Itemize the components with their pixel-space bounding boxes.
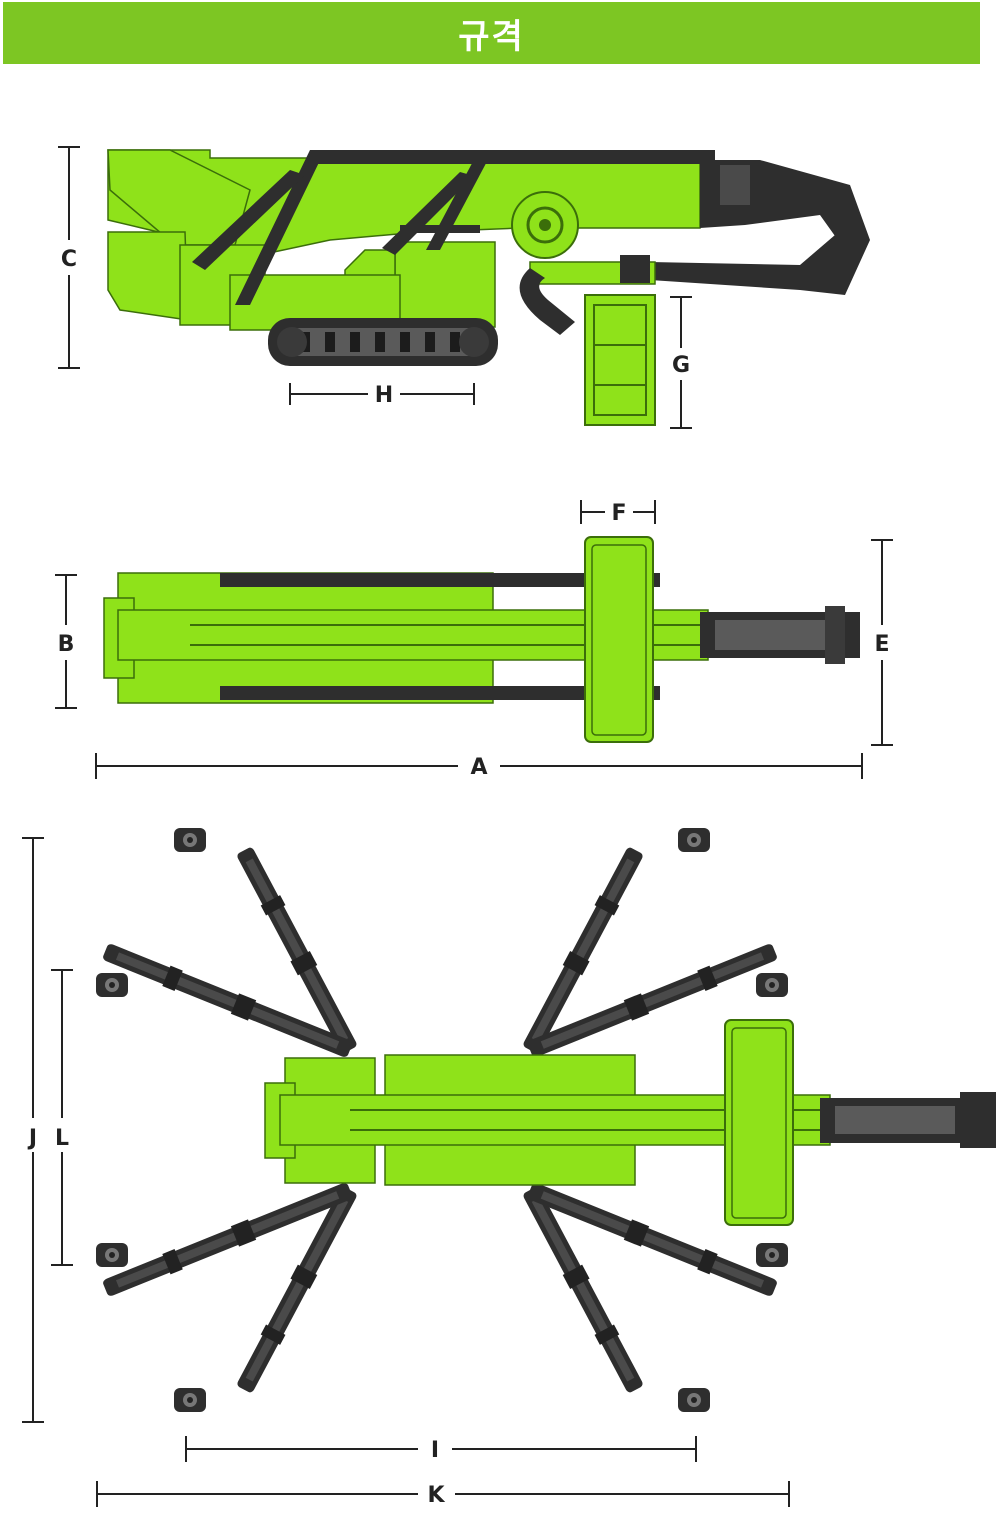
dimension-a-label: A	[470, 755, 487, 780]
dimension-b-line	[55, 574, 77, 709]
dimension-b-label: B	[58, 632, 75, 657]
dimension-k-line	[96, 1481, 790, 1507]
dimension-i-line	[185, 1436, 697, 1462]
dimension-g-line	[670, 296, 692, 429]
dimension-j-line	[22, 837, 44, 1423]
dimension-k-label: K	[427, 1483, 445, 1508]
spec-header-banner: 규격	[3, 2, 980, 64]
dimension-h-label: H	[375, 383, 393, 408]
dimension-l-label: L	[55, 1126, 69, 1151]
side-view	[107, 149, 870, 426]
dimension-e-line	[871, 539, 893, 746]
dimension-g-label: G	[672, 353, 690, 378]
top-view	[103, 536, 860, 743]
dimension-i-label: I	[431, 1438, 439, 1463]
outrigger-view	[96, 828, 996, 1412]
dimension-f-label: F	[611, 501, 626, 526]
dimension-f-line	[580, 500, 656, 524]
dimension-e-label: E	[874, 632, 889, 657]
dimension-h-line	[289, 383, 475, 405]
dimension-a-line	[95, 753, 863, 779]
dimension-j-label: J	[27, 1126, 37, 1151]
dimension-l-line	[51, 969, 73, 1266]
spec-header-title: 규격	[458, 16, 525, 57]
dimension-c-label: C	[61, 247, 77, 272]
dimension-c-line	[58, 146, 80, 369]
